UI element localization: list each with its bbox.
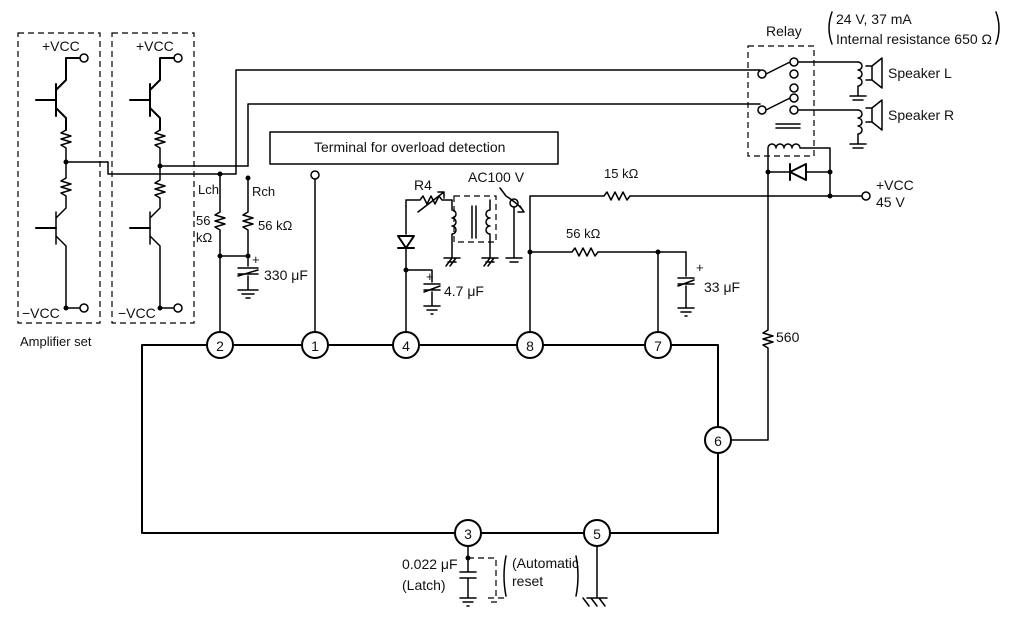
lch-label: Lch xyxy=(198,182,219,197)
ic-body xyxy=(141,344,719,534)
overload-terminal xyxy=(310,170,320,180)
c-0022-label: 0.022 μF xyxy=(402,556,458,572)
reset-label: reset xyxy=(512,573,543,589)
pin-1 xyxy=(301,331,329,359)
speakers: Speaker L Speaker R xyxy=(797,57,954,149)
speaker-l-label: Speaker L xyxy=(888,65,952,81)
supply-plus-label: +VCC xyxy=(876,177,914,193)
speaker-r-icon xyxy=(865,99,883,131)
amplifier-box-right xyxy=(111,32,195,324)
wire-to-relay-lower xyxy=(247,103,761,167)
c-330-label: 330 μF xyxy=(264,267,308,283)
relay-spec: 24 V, 37 mA Internal resistance 650 Ω xyxy=(828,11,1000,47)
speaker-l-icon xyxy=(865,57,883,89)
r4-label: R4 xyxy=(414,177,432,193)
amplifier-set-label: Amplifier set xyxy=(20,334,92,349)
relay-spec-line-2: Internal resistance 650 Ω xyxy=(836,31,992,47)
relay-box xyxy=(747,45,815,157)
r-560-label: 560 xyxy=(776,329,800,345)
relay-driver: 560 xyxy=(730,169,800,441)
r-15k-label: 15 kΩ xyxy=(604,166,639,181)
pin-7 xyxy=(644,331,672,359)
amplifier-left: +VCC −VCC xyxy=(22,38,109,321)
pin-4 xyxy=(392,331,420,359)
pin-5-label: 5 xyxy=(593,526,601,542)
pin-8 xyxy=(516,331,544,359)
ac100-label: AC100 V xyxy=(468,169,525,185)
ic-upc1237: 2 1 4 8 7 6 3 5 xyxy=(141,331,732,547)
c-4-7-label: 4.7 μF xyxy=(444,283,484,299)
c330-plus: + xyxy=(252,252,260,267)
amplifier-box-left xyxy=(17,32,101,324)
latch-label: (Latch) xyxy=(402,577,446,593)
c-33-label: 33 μF xyxy=(704,279,740,295)
automatic-label: (Automatic xyxy=(512,555,579,571)
terminal-box xyxy=(269,131,559,165)
r-56k-a-unit: kΩ xyxy=(196,230,213,245)
latch-network: 0.022 μF (Latch) (Automatic reset xyxy=(402,545,608,607)
relay-label: Relay xyxy=(766,23,802,39)
pin-2-label: 2 xyxy=(216,338,224,354)
vcc-minus-terminal-left xyxy=(79,303,89,313)
r-56k-a-value: 56 xyxy=(196,213,210,228)
overload-detection-terminal: Terminal for overload detection xyxy=(269,131,559,335)
vcc-minus-terminal-right xyxy=(173,303,183,313)
pin-8-label: 8 xyxy=(526,338,534,354)
pin-1-label: 1 xyxy=(311,338,319,354)
relay: Relay +VCC 45 V xyxy=(747,23,914,210)
vcc-minus-label-right: −VCC xyxy=(118,305,156,321)
input-network: Lch Rch 56 kΩ 56 kΩ + 330 μF xyxy=(196,173,308,335)
vcc-plus-label-right: +VCC xyxy=(136,38,174,54)
c47-plus: + xyxy=(426,269,434,284)
r-56k-c-label: 56 kΩ xyxy=(566,226,601,241)
speaker-r-label: Speaker R xyxy=(888,107,954,123)
vcc-plus-terminal-right xyxy=(173,53,183,63)
vcc-plus-label-left: +VCC xyxy=(42,38,80,54)
ac-detection-network: R4 + 4.7 μF AC100 V xyxy=(397,169,525,335)
c33-plus: + xyxy=(696,260,704,275)
r-56k-b-label: 56 kΩ xyxy=(258,218,293,233)
relay-spec-line-1: 24 V, 37 mA xyxy=(836,11,912,27)
pin-2 xyxy=(206,331,234,359)
supply-terminal xyxy=(861,191,871,201)
pin-7-label: 7 xyxy=(654,338,662,354)
rch-label: Rch xyxy=(252,184,275,199)
pin-3-label: 3 xyxy=(464,526,472,542)
pin-6-label: 6 xyxy=(714,433,722,449)
vcc-plus-terminal-left xyxy=(79,53,89,63)
wire-left-out xyxy=(107,161,221,175)
vcc-minus-label-left: −VCC xyxy=(22,305,60,321)
pin-4-label: 4 xyxy=(402,338,410,354)
wire-to-relay-upper xyxy=(219,69,761,175)
supply-volt-label: 45 V xyxy=(876,194,905,210)
timing-network: 15 kΩ 56 kΩ + 33 μF xyxy=(527,166,831,335)
amplifier-set: +VCC −VCC +VCC −VCC Amplifier xyxy=(17,32,249,349)
amplifier-right: +VCC −VCC xyxy=(118,38,249,321)
terminal-box-label: Terminal for overload detection xyxy=(314,139,505,155)
